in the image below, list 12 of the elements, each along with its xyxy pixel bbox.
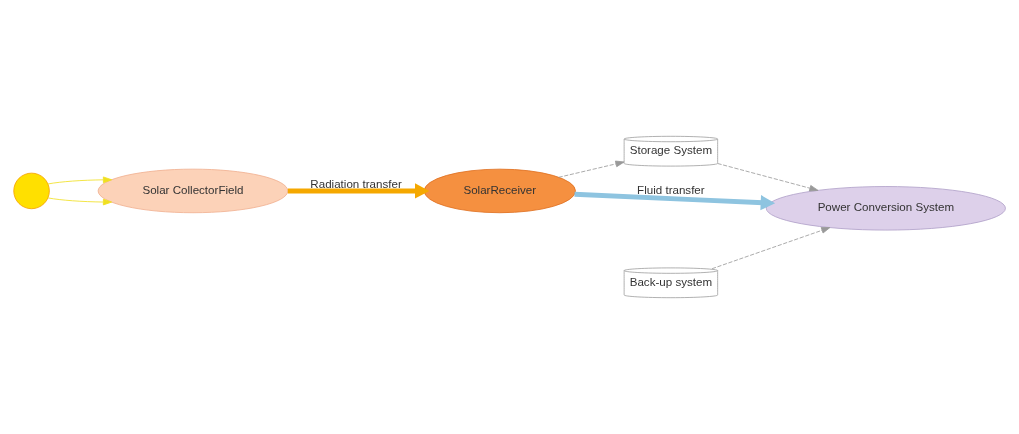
node-circle: [13, 172, 50, 210]
arrow: [47, 197, 113, 206]
node-ellipse: SolarReceiver: [423, 168, 576, 214]
node-ellipse: Solar CollectorField: [97, 168, 289, 214]
edge-label: Radiation transfer: [310, 177, 402, 190]
arrow: [574, 191, 776, 211]
edge-label: Fluid transfer: [637, 183, 705, 196]
arrow: [711, 227, 831, 270]
arrow: [558, 160, 625, 178]
arrow: [717, 163, 819, 192]
arrow: [47, 176, 113, 185]
arrow: [287, 183, 430, 199]
